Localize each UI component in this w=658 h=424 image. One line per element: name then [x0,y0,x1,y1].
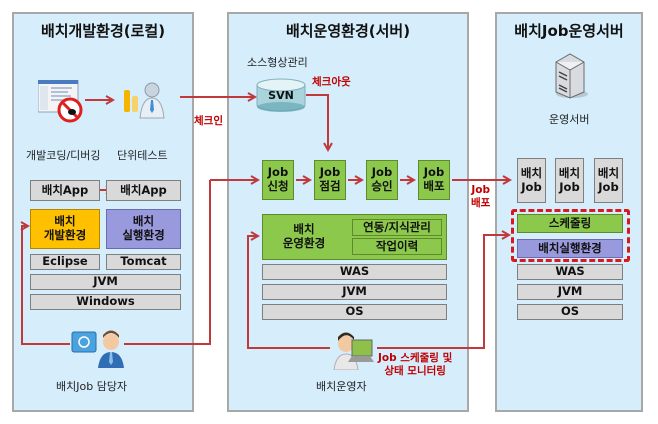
batch-job-3: 배치 Job [594,158,623,203]
ops-server-label: 운영서버 [549,113,590,126]
unit-test-icon [124,82,165,119]
batch-operator-icon [333,332,374,370]
batch-dev-env-line2: 개발환경 [43,228,87,242]
svn-label: SVN [268,89,294,103]
batch-job-1: 배치 Job [517,158,546,203]
monitor-label-line1: Job 스케줄링 및 [378,352,453,364]
batch-dev-env: 배치 개발환경 [30,209,100,249]
eclipse-box: Eclipse [30,254,100,270]
batch-job-manager-label: 배치Job 담당자 [56,380,128,393]
jvm-box-local: JVM [30,274,181,290]
local-dev-title: 배치개발환경(로컬) [40,22,166,40]
scm-label: 소스형상관리 [247,56,308,69]
arrow-checkout [306,94,328,150]
deploy-label: Job 배포 [471,184,490,210]
monitor-label: Job 스케줄링 및 상태 모니터링 [378,352,452,378]
unit-test-label: 단위테스트 [117,149,168,162]
server-icon [555,53,588,99]
arrow-person-loop [22,226,70,345]
svn-repository-icon [256,78,306,112]
tomcat-box: Tomcat [106,254,181,270]
job-step-request-line1: Job [267,165,289,180]
was-box-server: WAS [517,264,623,280]
batch-run-env: 배치 실행환경 [106,209,181,249]
batch-job-1-line2: Job [521,179,542,194]
job-history-box: 작업이력 [352,238,442,255]
batch-job-2-line1: 배치 [558,165,581,180]
arrow-person-to-ops [124,180,211,345]
batch-job-2-line2: Job [559,179,580,194]
checkout-label: 체크아웃 [312,76,351,88]
deploy-label-line2: 배포 [471,197,491,210]
job-step-deploy-line2: 배포 [423,179,445,193]
job-step-request-line2: 신청 [267,179,289,193]
job-step-deploy: Job 배포 [418,160,450,200]
code-editor-icon [38,80,83,123]
job-step-inspect: Job 점검 [314,160,346,200]
job-server-title: 배치Job운영서버 [514,22,624,40]
job-step-inspect-line2: 점검 [319,179,341,193]
windows-box: Windows [30,294,181,310]
batch-run-env-line2: 실행환경 [122,228,165,242]
batch-run-env-line1: 배치 [132,214,155,229]
link-knowledge-mgmt-box: 연동/지식관리 [352,219,442,236]
batch-job-1-line1: 배치 [520,165,543,180]
job-step-approve: Job 승인 [366,160,398,200]
ops-env-title: 배치운영환경(서버) [285,22,411,40]
deploy-label-line1: Job [471,184,490,196]
checkin-label: 체크인 [194,115,223,127]
batch-operator-label: 배치운영자 [316,380,367,393]
dev-coding-label: 개발코딩/디버깅 [26,149,101,162]
batch-job-manager-icon [71,330,124,368]
os-box-ops: OS [262,304,447,320]
os-box-server: OS [517,304,623,320]
batch-job-3-line2: Job [598,179,619,194]
job-step-deploy-line1: Job [423,165,445,180]
job-step-inspect-line1: Job [319,165,341,180]
batch-app-local: 배치App [30,180,100,201]
jvm-box-server: JVM [517,284,623,300]
scheduler-highlight [511,209,630,262]
batch-job-2: 배치 Job [555,158,584,203]
jvm-box-ops: JVM [262,284,447,300]
batch-ops-env-line1: 배치 [293,222,315,237]
batch-ops-env-label: 배치 운영환경 [264,216,344,258]
batch-run-env-server: 배치실행환경 [517,239,623,258]
batch-ops-env-line2: 운영환경 [282,236,326,250]
batch-app-run: 배치App [106,180,181,201]
monitor-label-line2: 상태 모니터링 [384,365,446,378]
job-step-request: Job 신청 [262,160,294,200]
scheduling-box: 스케줄링 [517,214,623,233]
arrow-operator-loop [247,236,330,349]
arrow-operator-to-server [377,235,509,349]
was-box-ops: WAS [262,264,447,280]
batch-dev-env-line1: 배치 [54,214,76,229]
job-step-approve-line2: 승인 [371,179,393,193]
batch-job-3-line1: 배치 [597,165,620,180]
job-step-approve-line1: Job [371,165,393,180]
